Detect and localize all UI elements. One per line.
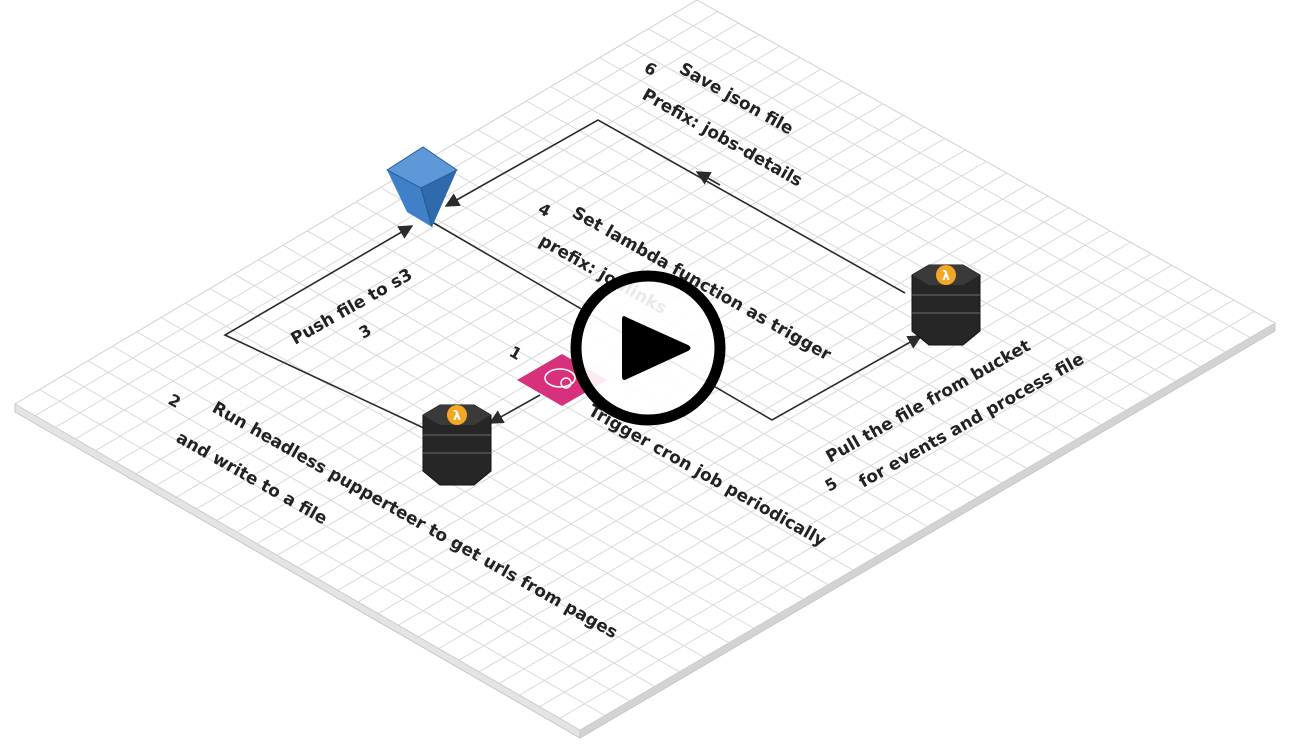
- grid-line: [519, 287, 1214, 696]
- grid-line: [623, 42, 1201, 368]
- arrow-push-to-s3: [223, 225, 429, 431]
- grid-line: [458, 253, 1152, 661]
- grid-line: [477, 129, 1052, 455]
- grid-line: [501, 114, 1077, 440]
- grid-line: [648, 28, 1226, 353]
- grid-line: [453, 143, 1028, 469]
- arrow-trigger-lambda: [431, 221, 923, 421]
- arrow-save-json: [444, 119, 906, 294]
- grid-line: [438, 241, 1131, 649]
- grid-line: [559, 311, 1255, 719]
- grid-line: [478, 264, 1173, 673]
- grid-line: [672, 13, 1251, 338]
- play-button[interactable]: [570, 270, 726, 426]
- s3-bucket-icon: [386, 146, 458, 228]
- grid-line: [526, 100, 1102, 426]
- grid-line: [499, 276, 1193, 684]
- lambda-icon: λ: [911, 264, 981, 346]
- grid-line: [574, 71, 1152, 397]
- lambda-icon: λ: [422, 404, 492, 486]
- flow-arrows: [223, 119, 923, 431]
- grid-line: [539, 299, 1234, 708]
- grid-line: [418, 230, 1111, 638]
- platform-grid: [34, 11, 1255, 719]
- arrow-save-json-midpoint: [695, 171, 721, 186]
- svg-text:λ: λ: [453, 409, 461, 424]
- grid-line: [550, 86, 1127, 411]
- arrow-cron-to-lambda: [488, 394, 541, 424]
- play-icon: [622, 316, 691, 380]
- grid-line: [599, 57, 1176, 382]
- svg-text:λ: λ: [942, 269, 950, 284]
